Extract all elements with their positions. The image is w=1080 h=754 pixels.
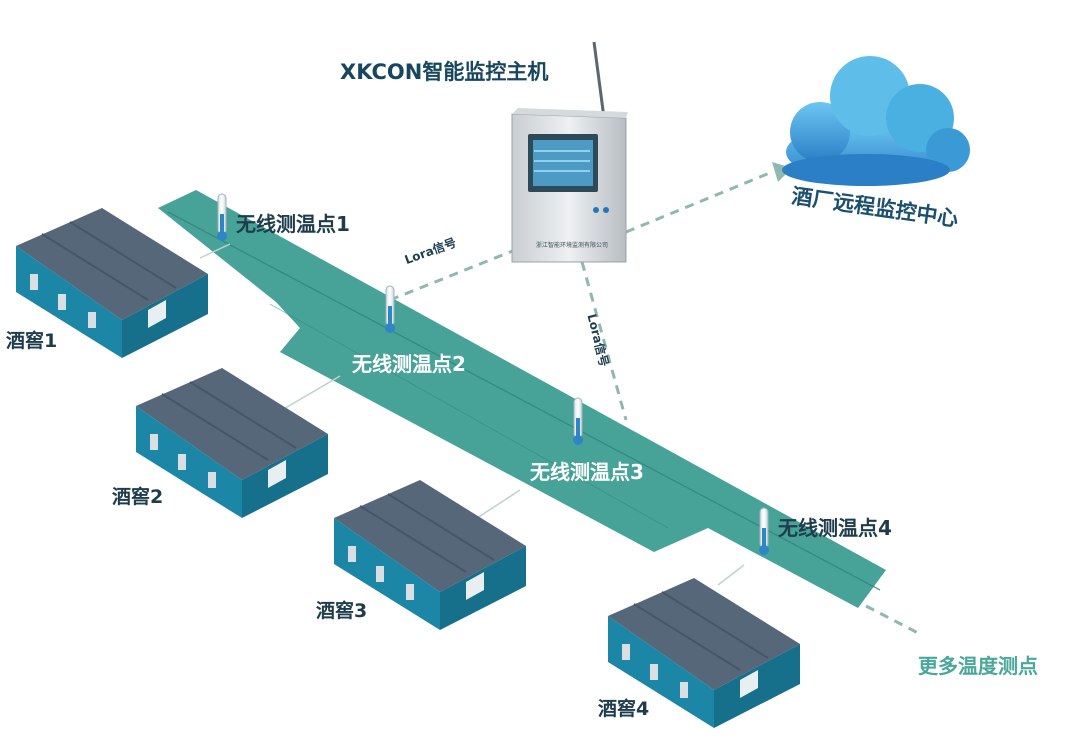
warehouse-icon — [334, 480, 526, 630]
sensor-label: 无线测温点2 — [352, 352, 466, 376]
cellar-connectors — [199, 243, 745, 586]
host-screen-caption: 浙江智能环境监测有限公司 — [535, 242, 608, 249]
cellar-label: 酒窖1 — [6, 330, 58, 352]
thermometer-icon — [217, 193, 227, 241]
cloud-icon — [782, 56, 970, 186]
warehouse-icon — [608, 578, 800, 728]
warehouse-icon — [136, 368, 328, 518]
sensor-label: 无线测温点3 — [530, 460, 644, 484]
monitor-host — [511, 41, 628, 263]
warehouse-icon — [16, 208, 208, 358]
host-title: XKCON智能监控主机 — [340, 60, 549, 84]
sensor-label: 无线测温点4 — [778, 516, 892, 540]
signal-links — [389, 170, 921, 636]
cellar-label: 酒窖2 — [112, 486, 164, 508]
cellar-label: 酒窖4 — [598, 698, 650, 720]
sensor-label: 无线测温点1 — [236, 212, 350, 236]
more-points-label: 更多温度测点 — [918, 654, 1038, 678]
cellar-label: 酒窖3 — [316, 600, 368, 622]
thermometer-icon — [385, 285, 395, 333]
thermometer-icon — [759, 507, 769, 555]
thermometer-icon — [573, 397, 583, 445]
